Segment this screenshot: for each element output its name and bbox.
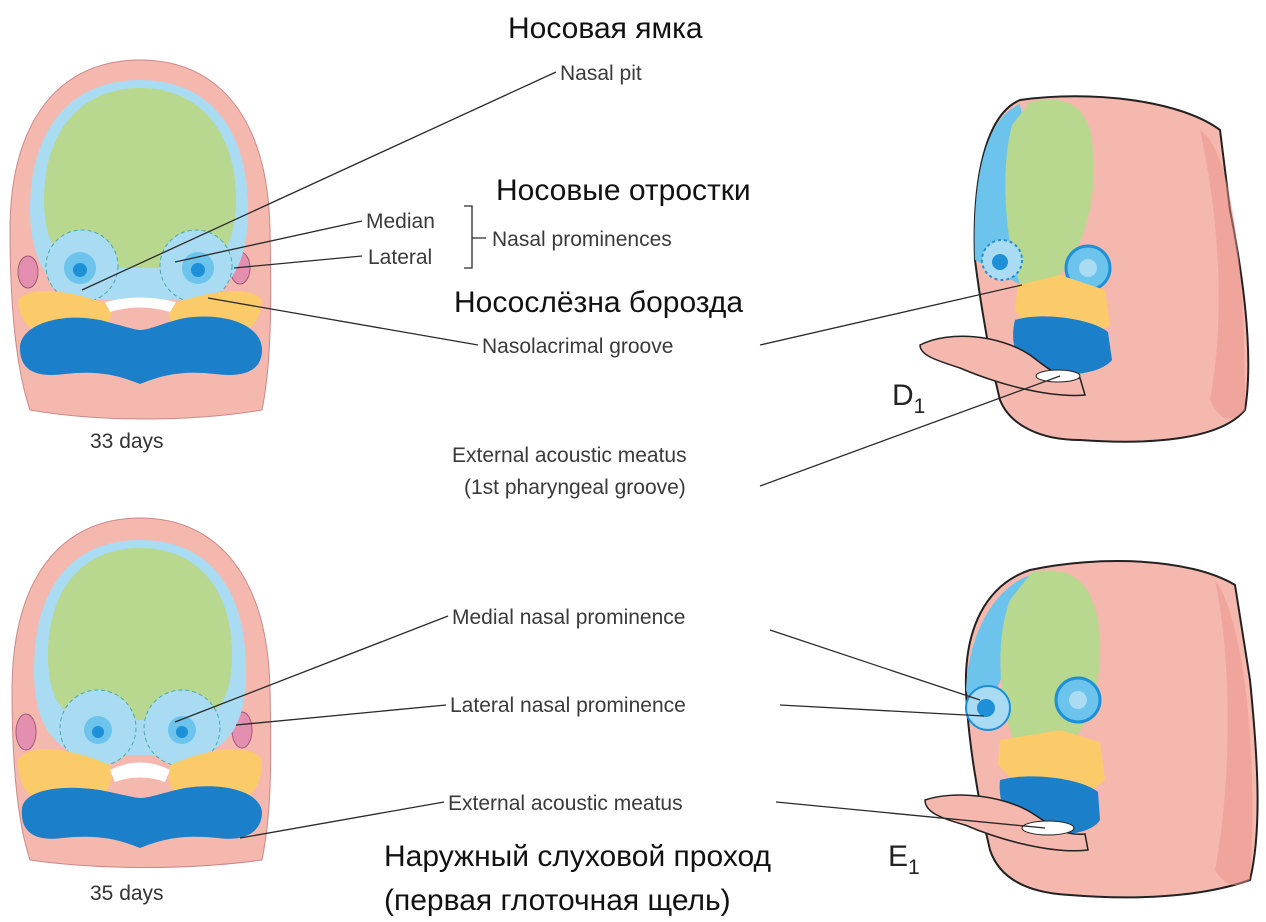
lateral-label: Lateral [368,246,432,269]
median-label: Median [366,210,435,233]
ru-nasolacrimal-label: Носослёзна борозда [454,286,743,319]
ru-ext-meatus-line2: (первая глоточная щель) [384,884,731,917]
nasal-pit-left-inner-33 [73,263,87,277]
nasal-pit-right-35-inner [176,726,188,738]
ext-meatus-d1 [1036,370,1080,382]
eye-e1-inner [1069,691,1087,709]
ru-nasal-prominences-label: Носовые отростки [496,174,751,207]
ext-meatus-2-label: External acoustic meatus [448,792,683,815]
leader-medial-right [770,630,980,700]
frontonasal-prominence-35 [48,548,232,720]
nasal-pit-d1-inner [992,254,1008,270]
medial-nasal-prominence-label: Medial nasal prominence [452,606,685,629]
ear-left-35 [16,714,36,750]
ext-meatus-e1 [1022,821,1074,835]
label-35-days: 35 days [90,882,164,905]
panel-label-e1: E1 [888,840,920,879]
nasal-pit-label: Nasal pit [560,62,642,85]
nasal-pit-e1-inner [977,699,995,717]
ear-left-33 [18,256,38,288]
label-33-days: 33 days [90,430,164,453]
bracket-nasal-prominences [464,206,486,268]
ext-meatus-label-line2: (1st pharyngeal groove) [464,476,686,499]
ext-meatus-label-line1: External acoustic meatus [452,444,687,467]
leader-ext-meatus-left [240,802,444,838]
leader-lateral-right [780,705,984,716]
nasal-pit-left-35-inner [92,726,104,738]
frontal-view-33-days: 33 days [10,60,271,453]
lateral-nasal-prominence-label: Lateral nasal prominence [450,694,686,717]
ru-ext-meatus-line1: Наружный слуховой проход [384,840,771,873]
nasal-pit-right-inner-33 [191,263,205,277]
nasal-prominences-label: Nasal prominences [492,228,672,251]
frontal-view-35-days: 35 days [12,518,271,905]
lateral-view-e1: E1 [888,561,1258,897]
lateral-view-d1: D1 [892,96,1248,441]
nasolacrimal-groove-label: Nasolacrimal groove [482,335,673,358]
panel-label-d1: D1 [892,379,925,418]
ru-nasal-pit-label: Носовая ямка [508,12,703,45]
eye-d1-inner [1079,259,1097,277]
